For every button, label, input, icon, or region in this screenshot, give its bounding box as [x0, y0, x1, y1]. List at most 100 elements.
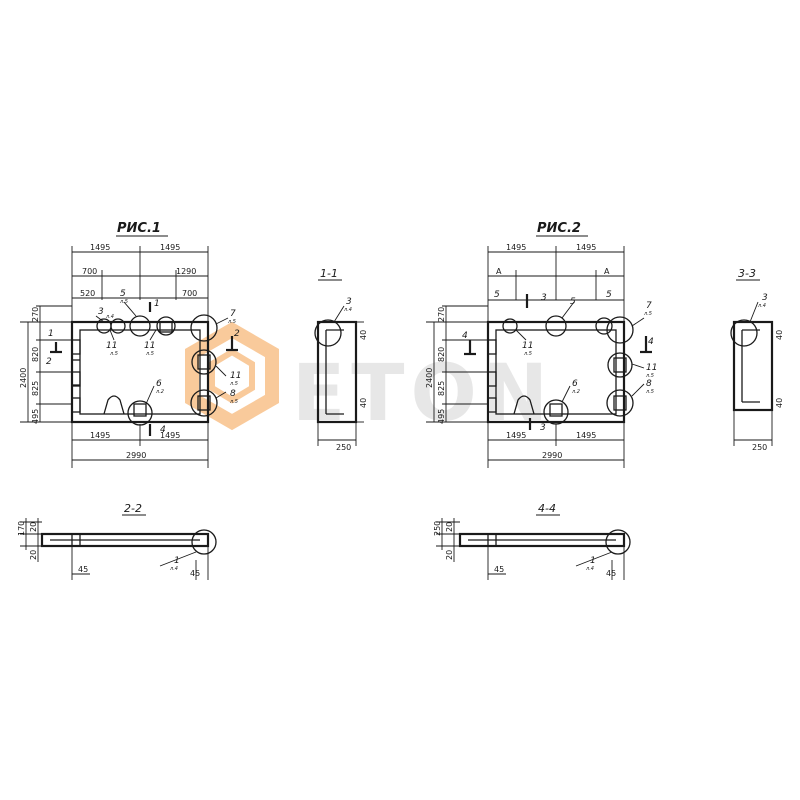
svg-text:л.5: л.5 — [145, 351, 154, 357]
svg-text:11: 11 — [106, 341, 117, 351]
svg-text:1495: 1495 — [160, 243, 180, 252]
svg-text:3: 3 — [540, 423, 546, 433]
svg-text:820: 820 — [437, 347, 446, 362]
svg-text:495: 495 — [437, 409, 446, 424]
svg-text:11: 11 — [230, 371, 241, 381]
svg-text:л.5: л.5 — [643, 311, 652, 317]
svg-text:170: 170 — [17, 521, 26, 536]
section-2-2: 2-2 170 20 20 45 45 1 л.4 — [17, 502, 217, 580]
figure-2-top-dims: 1495 1495 А А 5 5 — [487, 243, 625, 322]
svg-text:л.4: л.4 — [343, 307, 352, 313]
figure-1: РИС.1 — [19, 221, 241, 468]
svg-text:5: 5 — [494, 290, 500, 300]
svg-text:1495: 1495 — [90, 431, 110, 440]
svg-text:250: 250 — [336, 443, 351, 452]
svg-text:1495: 1495 — [90, 243, 110, 252]
svg-text:7: 7 — [646, 301, 652, 311]
svg-text:1495: 1495 — [576, 243, 596, 252]
section-1-1: 1-1 3 л.4 40 40 250 — [314, 267, 368, 452]
svg-text:20: 20 — [445, 522, 454, 532]
figure-1-cut-markers: 1 1 2 2 4 — [46, 299, 240, 436]
svg-text:8: 8 — [646, 379, 652, 389]
svg-text:11: 11 — [144, 341, 155, 351]
svg-text:л.4: л.4 — [757, 303, 766, 309]
svg-text:11: 11 — [646, 363, 657, 373]
figure-2-callouts: 5 7 л.5 11 л.5 8 л.5 6 л.2 11 л.5 — [515, 297, 657, 403]
svg-text:1495: 1495 — [506, 431, 526, 440]
svg-text:40: 40 — [359, 330, 368, 340]
svg-text:1: 1 — [174, 556, 180, 566]
figure-1-top-dims: 1495 1495 700 1290 520 700 — [71, 243, 209, 322]
svg-text:6: 6 — [156, 379, 162, 389]
svg-text:4: 4 — [648, 337, 654, 347]
svg-text:270: 270 — [437, 307, 446, 322]
svg-text:2400: 2400 — [425, 368, 434, 388]
figure-2-cut-markers: 3 3 4 4 — [462, 293, 654, 433]
svg-text:1: 1 — [154, 299, 160, 309]
svg-text:3: 3 — [762, 293, 768, 303]
figure-1-title: РИС.1 — [117, 221, 161, 236]
svg-text:11: 11 — [522, 341, 533, 351]
svg-text:л.5: л.5 — [109, 351, 118, 357]
svg-text:700: 700 — [82, 267, 97, 276]
figure-2-title: РИС.2 — [537, 221, 581, 236]
svg-text:20: 20 — [29, 522, 38, 532]
svg-text:3: 3 — [98, 307, 104, 317]
svg-text:2990: 2990 — [126, 451, 146, 460]
figure-2: РИС.2 1495 1495 — [425, 221, 657, 468]
svg-text:4-4: 4-4 — [538, 502, 556, 515]
svg-text:8: 8 — [230, 389, 236, 399]
figure-1-left-dims: 270 820 825 495 2400 — [19, 305, 72, 424]
svg-text:л.4: л.4 — [585, 566, 594, 572]
svg-text:1495: 1495 — [506, 243, 526, 252]
section-3-3: 3-3 3 л.4 40 40 250 — [730, 267, 784, 452]
svg-text:700: 700 — [182, 289, 197, 298]
svg-text:2-2: 2-2 — [124, 502, 142, 515]
svg-text:А: А — [496, 267, 502, 276]
svg-text:3: 3 — [541, 293, 547, 303]
svg-text:5: 5 — [570, 297, 576, 307]
svg-text:20: 20 — [29, 550, 38, 560]
svg-text:1-1: 1-1 — [320, 267, 338, 280]
svg-text:3-3: 3-3 — [738, 267, 756, 280]
svg-text:л.4: л.4 — [105, 314, 114, 320]
svg-text:л.5: л.5 — [645, 373, 654, 379]
svg-text:40: 40 — [775, 330, 784, 340]
svg-text:4: 4 — [160, 425, 166, 435]
svg-text:820: 820 — [31, 347, 40, 362]
svg-text:3: 3 — [346, 297, 352, 307]
svg-text:2: 2 — [234, 329, 240, 339]
svg-text:825: 825 — [437, 381, 446, 396]
svg-text:А: А — [604, 267, 610, 276]
svg-text:45: 45 — [78, 565, 88, 574]
svg-text:л.2: л.2 — [571, 389, 580, 395]
figure-1-bottom-dims: 1495 1495 2990 — [71, 422, 209, 468]
svg-text:40: 40 — [359, 398, 368, 408]
svg-text:4: 4 — [462, 331, 468, 341]
svg-text:л.4: л.4 — [169, 566, 178, 572]
figure-2-left-dims: 270 820 825 495 2400 — [425, 305, 488, 424]
svg-text:2: 2 — [46, 357, 52, 367]
svg-text:250: 250 — [752, 443, 767, 452]
svg-text:825: 825 — [31, 381, 40, 396]
svg-text:45: 45 — [494, 565, 504, 574]
svg-text:л.5: л.5 — [523, 351, 532, 357]
svg-text:5: 5 — [120, 289, 126, 299]
svg-text:л.5: л.5 — [229, 399, 238, 405]
svg-text:2400: 2400 — [19, 368, 28, 388]
svg-text:л.5: л.5 — [227, 319, 236, 325]
svg-text:250: 250 — [433, 521, 442, 536]
svg-text:20: 20 — [445, 550, 454, 560]
watermark: ETON — [185, 321, 554, 439]
svg-text:1: 1 — [48, 329, 54, 339]
svg-text:40: 40 — [775, 398, 784, 408]
svg-text:2990: 2990 — [542, 451, 562, 460]
figure-2-bottom-dims: 1495 1495 2990 — [487, 422, 625, 468]
watermark-text: ETON — [292, 349, 554, 439]
svg-text:7: 7 — [230, 309, 236, 319]
svg-text:45: 45 — [190, 569, 200, 578]
svg-text:270: 270 — [31, 307, 40, 322]
svg-text:л.5: л.5 — [229, 381, 238, 387]
